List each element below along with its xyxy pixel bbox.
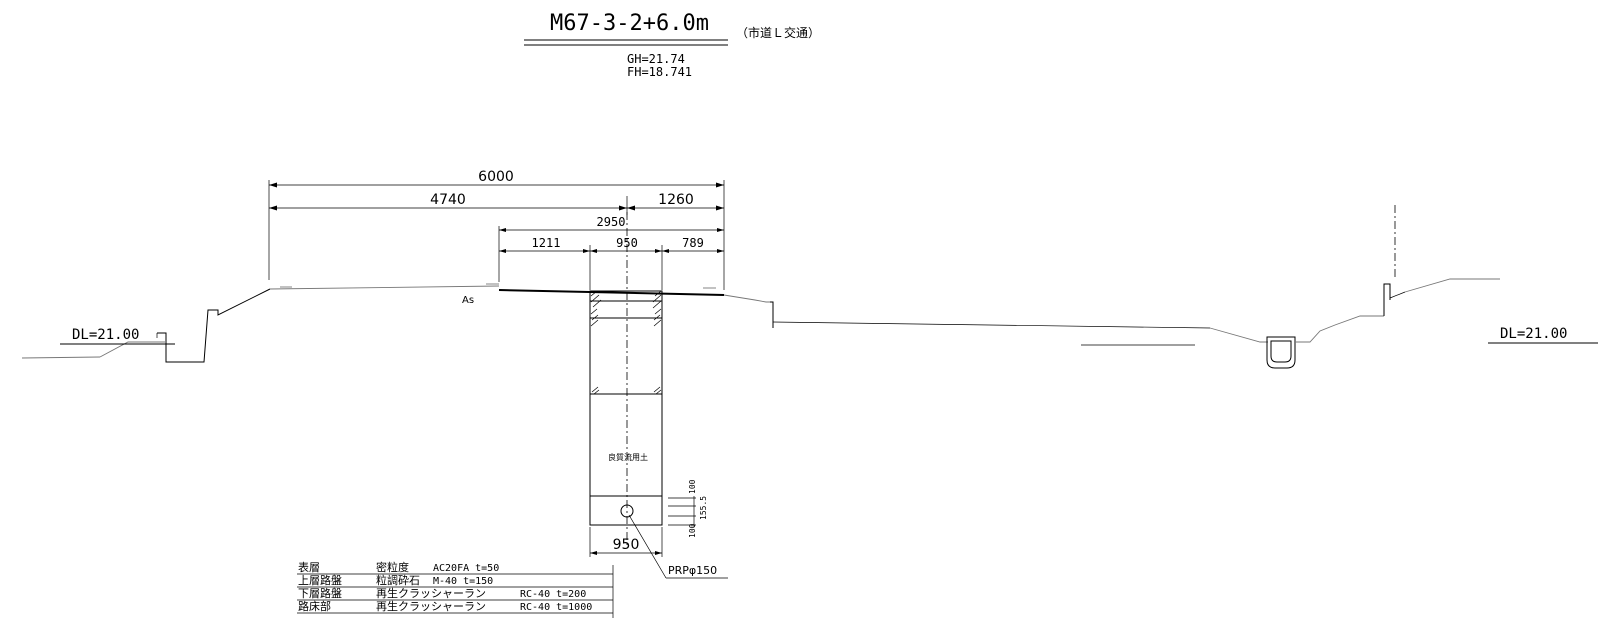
dim-trench-left: 1211 bbox=[532, 236, 561, 250]
layer-material: 粒調砕石 bbox=[376, 573, 420, 587]
dim-pipe-cover-bottom: 100 bbox=[688, 523, 697, 538]
dim-trench-center: 950 bbox=[616, 236, 638, 250]
dim-pipe-cover-top: 100 bbox=[688, 479, 697, 494]
backfill-label: 良質流用土 bbox=[608, 452, 648, 462]
layer-material: 再生クラッシャーラン bbox=[376, 599, 486, 613]
layer-name: 表層 bbox=[298, 560, 320, 574]
trench-section bbox=[589, 212, 663, 545]
ground-height-label: GH=21.74 bbox=[627, 52, 685, 66]
station-title: M67-3-2+6.0m bbox=[550, 11, 709, 36]
dim-trench-total: 2950 bbox=[597, 215, 626, 229]
dim-total: 6000 bbox=[478, 169, 514, 185]
pipe-circle bbox=[620, 504, 634, 518]
trench-width-dimension bbox=[589, 527, 663, 557]
datum-label-right: DL=21.00 bbox=[1500, 326, 1567, 342]
layer-name: 上層路盤 bbox=[298, 574, 342, 587]
dimension-lines bbox=[268, 180, 725, 290]
pavement-layer-row: 表層 密粒度 AC20FA t=50 bbox=[298, 560, 499, 574]
dim-trench-right: 789 bbox=[682, 236, 704, 250]
layer-spec: AC20FA t=50 bbox=[433, 563, 499, 574]
pipe-label: PRPφ150 bbox=[668, 564, 717, 577]
pavement-table bbox=[297, 565, 614, 618]
road-class-label: （市道Ｌ交通） bbox=[736, 25, 820, 40]
pavement-layer-row: 下層路盤 再生クラッシャーラン RC-40 t=200 bbox=[298, 586, 586, 600]
dim-left-part: 4740 bbox=[430, 192, 466, 208]
ground-profile bbox=[21, 205, 1500, 369]
layer-name: 下層路盤 bbox=[298, 587, 342, 600]
layer-material: 密粒度 bbox=[376, 560, 409, 574]
layer-spec: RC-40 t=1000 bbox=[520, 602, 592, 613]
dim-trench-width: 950 bbox=[613, 537, 640, 553]
pavement-layer-row: 路床部 再生クラッシャーラン RC-40 t=1000 bbox=[298, 599, 592, 613]
layer-material: 再生クラッシャーラン bbox=[376, 586, 486, 600]
datum-label-left: DL=21.00 bbox=[72, 327, 139, 343]
pipe-leader bbox=[628, 514, 667, 579]
dim-right-part: 1260 bbox=[658, 192, 694, 208]
surface-label: As bbox=[462, 295, 474, 306]
formation-height-label: FH=18.741 bbox=[627, 65, 692, 79]
pipe-dimension-lines bbox=[668, 496, 696, 527]
layer-name: 路床部 bbox=[298, 599, 331, 613]
dim-pipe-diameter: 155.5 bbox=[699, 496, 708, 520]
layer-spec: M-40 t=150 bbox=[433, 576, 493, 587]
layer-spec: RC-40 t=200 bbox=[520, 589, 586, 600]
pavement-layer-row: 上層路盤 粒調砕石 M-40 t=150 bbox=[298, 573, 493, 587]
